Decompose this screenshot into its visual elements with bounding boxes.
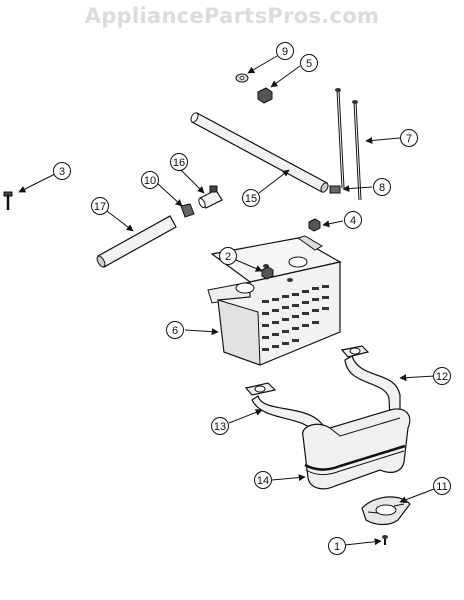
callout-13-label: 13 bbox=[214, 421, 226, 433]
part-connector bbox=[198, 185, 223, 209]
callout-14-label: 14 bbox=[257, 475, 269, 487]
part-short-tube bbox=[96, 215, 177, 268]
callout-6: 6 bbox=[166, 321, 184, 339]
callout-15-label: 15 bbox=[245, 193, 257, 205]
callout-12: 12 bbox=[433, 367, 451, 385]
callout-4: 4 bbox=[344, 211, 362, 229]
part-mount-nut bbox=[261, 266, 274, 280]
callout-7: 7 bbox=[400, 129, 418, 147]
callout-16-label: 16 bbox=[173, 157, 185, 169]
callout-4-label: 4 bbox=[350, 215, 356, 227]
callout-9: 9 bbox=[276, 42, 294, 60]
callout-9-label: 9 bbox=[282, 46, 288, 58]
callout-3: 3 bbox=[53, 162, 71, 180]
callout-11: 11 bbox=[433, 477, 451, 495]
part-small-screw bbox=[382, 535, 388, 545]
callout-10: 10 bbox=[141, 171, 159, 189]
part-nut bbox=[257, 87, 273, 104]
callout-5-label: 5 bbox=[306, 58, 312, 70]
callout-2: 2 bbox=[219, 247, 237, 265]
callout-10-label: 10 bbox=[144, 175, 156, 187]
callout-8-label: 8 bbox=[379, 182, 385, 194]
part-washer bbox=[235, 73, 249, 83]
callout-8: 8 bbox=[373, 178, 391, 196]
callout-16: 16 bbox=[170, 153, 188, 171]
callout-14: 14 bbox=[254, 471, 272, 489]
callout-2-label: 2 bbox=[225, 251, 231, 263]
part-long-bolts bbox=[335, 88, 362, 201]
part-screw bbox=[3, 191, 13, 210]
callout-11-label: 11 bbox=[436, 481, 447, 493]
callout-17-label: 17 bbox=[94, 201, 106, 213]
part-fitting bbox=[329, 185, 341, 194]
part-heat-shield bbox=[207, 235, 342, 366]
callout-12-label: 12 bbox=[436, 371, 448, 383]
part-deflector bbox=[361, 496, 411, 526]
part-muffler bbox=[302, 408, 411, 490]
leader-lines bbox=[18, 55, 436, 546]
callout-3-label: 3 bbox=[59, 166, 65, 178]
callout-6-label: 6 bbox=[172, 325, 178, 337]
part-clamp bbox=[180, 203, 195, 218]
callout-5: 5 bbox=[300, 54, 318, 72]
callout-15: 15 bbox=[242, 189, 260, 207]
part-small-nut bbox=[308, 218, 321, 232]
callout-1: 1 bbox=[328, 537, 346, 555]
callout-13: 13 bbox=[211, 417, 229, 435]
callout-7-label: 7 bbox=[406, 133, 412, 145]
callout-17: 17 bbox=[91, 197, 109, 215]
part-long-tube bbox=[190, 112, 329, 193]
callout-1-label: 1 bbox=[334, 541, 340, 553]
watermark: AppliancePartsPros.com bbox=[84, 4, 380, 28]
part-right-exhaust-pipe bbox=[340, 345, 401, 421]
